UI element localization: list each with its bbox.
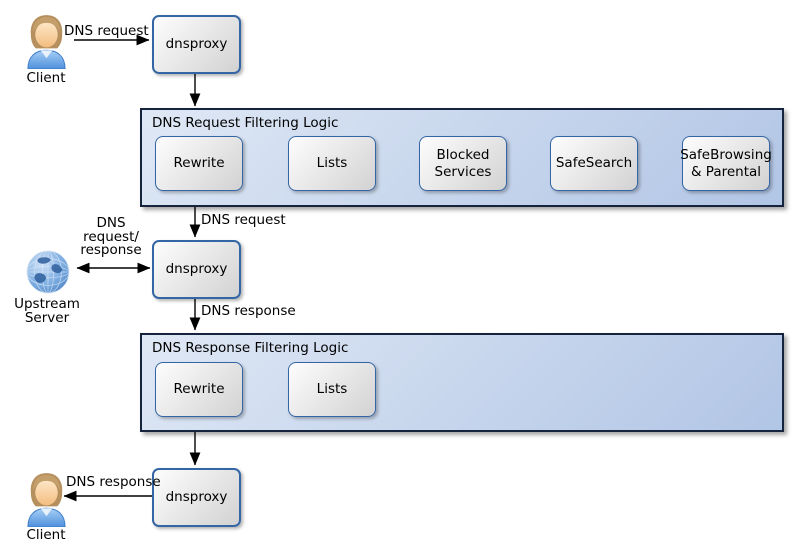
edge-label-upstream-link: DNS request/ response bbox=[80, 215, 142, 258]
dnsproxy-3-label: dnsproxy bbox=[165, 489, 228, 506]
step-label: SafeBrowsing & Parental bbox=[680, 146, 772, 180]
client-bottom-actor bbox=[24, 471, 69, 528]
person-icon bbox=[27, 473, 66, 528]
dnsproxy-node-3: dnsproxy bbox=[152, 468, 241, 527]
edge-label-dns-request-top: DNS request bbox=[64, 23, 149, 39]
person-icon bbox=[27, 15, 66, 70]
dns-request-filtering-title: DNS Request Filtering Logic bbox=[152, 115, 339, 131]
globe-icon bbox=[26, 250, 70, 294]
upstream-server-actor bbox=[25, 249, 71, 295]
edge-label-dns-request-mid: DNS request bbox=[201, 212, 286, 228]
step-rewrite-response: Rewrite bbox=[155, 362, 243, 417]
step-label: SafeSearch bbox=[555, 155, 633, 172]
client-top-actor bbox=[24, 13, 69, 70]
step-rewrite-request: Rewrite bbox=[155, 136, 243, 191]
dns-request-filtering-container: DNS Request Filtering Logic Rewrite List… bbox=[140, 108, 784, 207]
step-blocked-services: Blocked Services bbox=[419, 136, 507, 191]
step-label: Rewrite bbox=[173, 381, 225, 398]
step-lists-request: Lists bbox=[288, 136, 376, 191]
step-safebrowsing-parental: SafeBrowsing & Parental bbox=[680, 136, 772, 191]
step-label: Lists bbox=[316, 381, 348, 398]
edge-label-dns-response-mid: DNS response bbox=[201, 303, 296, 319]
step-label: Lists bbox=[316, 155, 348, 172]
step-safesearch: SafeSearch bbox=[550, 136, 638, 191]
dnsproxy-node-1: dnsproxy bbox=[152, 15, 241, 74]
client-bottom-label: Client bbox=[26, 527, 66, 543]
dns-response-filtering-container: DNS Response Filtering Logic Rewrite Lis… bbox=[140, 333, 784, 432]
step-lists-response: Lists bbox=[288, 362, 376, 417]
dns-response-filtering-title: DNS Response Filtering Logic bbox=[152, 340, 349, 356]
upstream-server-label: Upstream Server bbox=[14, 296, 80, 326]
edge-label-dns-response-bottom: DNS response bbox=[66, 474, 161, 490]
step-label: Rewrite bbox=[173, 155, 225, 172]
step-label: Blocked Services bbox=[434, 146, 492, 180]
dnsproxy-1-label: dnsproxy bbox=[165, 36, 228, 53]
dnsproxy-2-label: dnsproxy bbox=[165, 261, 228, 278]
client-top-label: Client bbox=[26, 70, 66, 86]
dnsproxy-node-2: dnsproxy bbox=[152, 240, 241, 299]
